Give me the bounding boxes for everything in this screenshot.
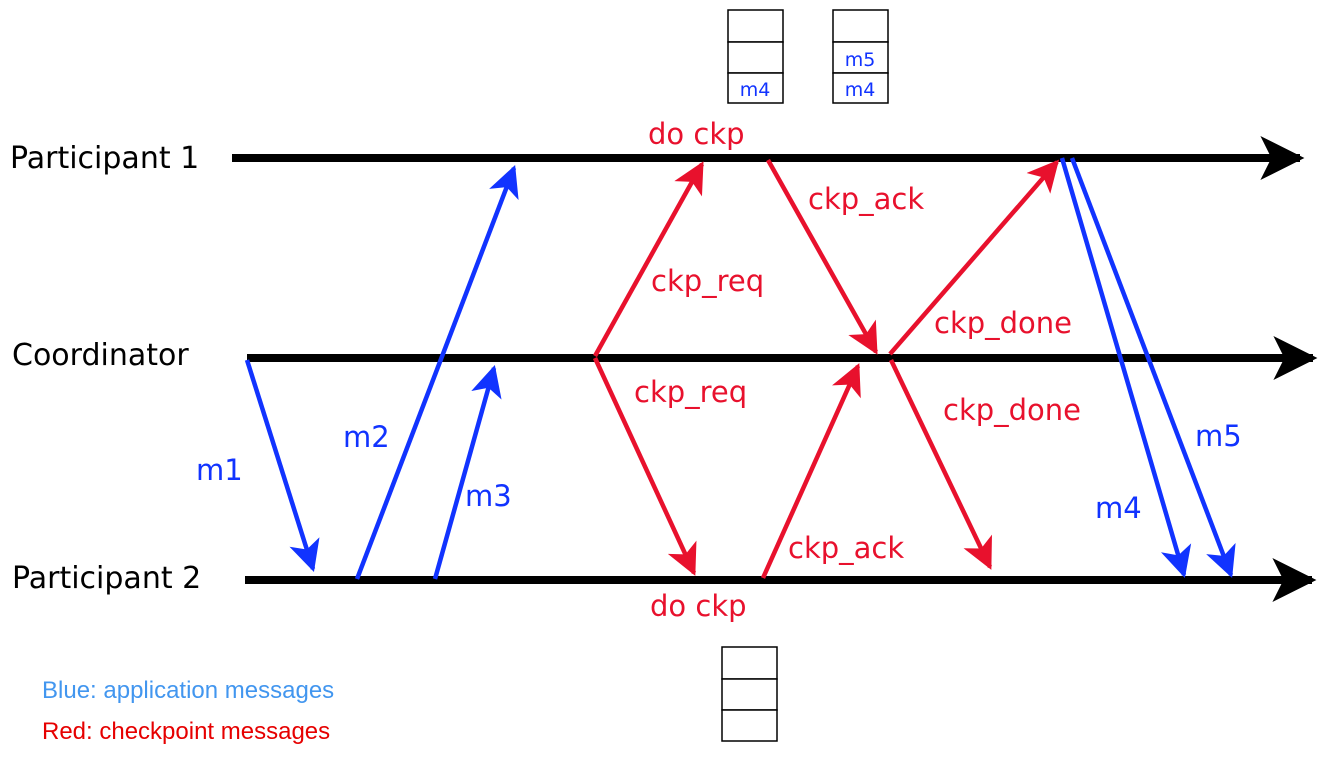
ckp-req-p2-arrow bbox=[592, 357, 697, 576]
m2-arrow bbox=[354, 165, 519, 580]
ckp-ack-p2-arrow bbox=[760, 363, 861, 579]
ckp-done-p2-arrow bbox=[888, 359, 993, 570]
coordinator-label: Coordinator bbox=[12, 338, 189, 373]
m5-arrow bbox=[1069, 157, 1236, 578]
m3-label: m3 bbox=[465, 479, 512, 513]
ckp-ack-p1-label: ckp_ack bbox=[808, 182, 924, 216]
p1-first-checkpoint-log bbox=[727, 9, 784, 104]
ckp-ack-p1-arrow bbox=[766, 158, 878, 355]
m5-label: m5 bbox=[1195, 419, 1242, 453]
ckp-done-p2-label: ckp_done bbox=[943, 393, 1081, 427]
ckp-req-p2-label: ckp_req bbox=[634, 375, 747, 409]
m1-label: m1 bbox=[196, 453, 243, 487]
p1-second-log-slot2: m5 bbox=[845, 49, 876, 71]
m1-arrow bbox=[244, 359, 320, 573]
p1-second-checkpoint-log bbox=[832, 9, 889, 104]
p2-checkpoint-log bbox=[721, 646, 778, 742]
m2-label: m2 bbox=[343, 420, 390, 454]
do-ckp-p1-label: do ckp bbox=[648, 117, 745, 151]
ckp-done-p1-label: ckp_done bbox=[934, 306, 1072, 340]
m3-arrow bbox=[432, 364, 502, 580]
legend-checkpoint: Red: checkpoint messages bbox=[42, 718, 331, 745]
ckp-req-p1-label: ckp_req bbox=[651, 264, 764, 298]
ckp-done-p1-arrow bbox=[888, 159, 1060, 356]
m4-label: m4 bbox=[1095, 491, 1142, 525]
p1-second-log-slot3: m4 bbox=[845, 79, 876, 101]
ckp-req-p1-arrow bbox=[593, 161, 704, 358]
legend-application: Blue: application messages bbox=[42, 677, 335, 704]
p1-first-log-slot3: m4 bbox=[740, 79, 771, 101]
participant1-label: Participant 1 bbox=[10, 141, 199, 176]
do-ckp-p2-label: do ckp bbox=[650, 589, 747, 623]
participant2-label: Participant 2 bbox=[12, 561, 201, 596]
ckp-ack-p2-label: ckp_ack bbox=[788, 531, 904, 565]
m4-arrow bbox=[1059, 157, 1192, 579]
